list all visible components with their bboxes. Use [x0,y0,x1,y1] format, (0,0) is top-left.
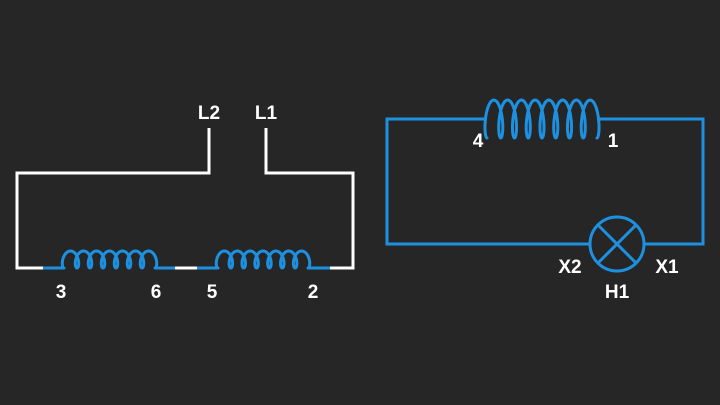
coil-winding [60,249,159,270]
coil-label-5: 5 [207,282,218,303]
wire-secondary-left [385,117,590,246]
coil-label-4: 4 [473,131,484,152]
coil-label-1: 1 [608,131,619,152]
secondary-coil-4-1 [483,98,601,140]
coil-label-6: 6 [151,282,162,303]
wire-secondary-right [597,117,705,246]
primary-coil-3-6 [43,249,175,270]
coil-winding [214,249,312,270]
primary-coil-5-2 [197,249,330,270]
coil-winding [483,98,601,140]
secondary-circuit: 4 1 X2 X1 H1 [385,98,705,303]
lamp-terminal-x1: X1 [655,257,679,278]
wire-l1 [264,128,355,270]
wire-l2 [15,128,211,270]
coil-label-3: 3 [56,282,67,303]
lamp-label-h1: H1 [605,282,630,303]
lamp-icon [588,215,646,273]
terminal-label-l2: L2 [198,103,220,124]
lamp-terminal-x2: X2 [558,257,581,278]
primary-circuit: L2 L1 3 6 5 2 [15,103,355,303]
terminal-label-l1: L1 [255,103,278,124]
coil-label-2: 2 [308,282,319,303]
